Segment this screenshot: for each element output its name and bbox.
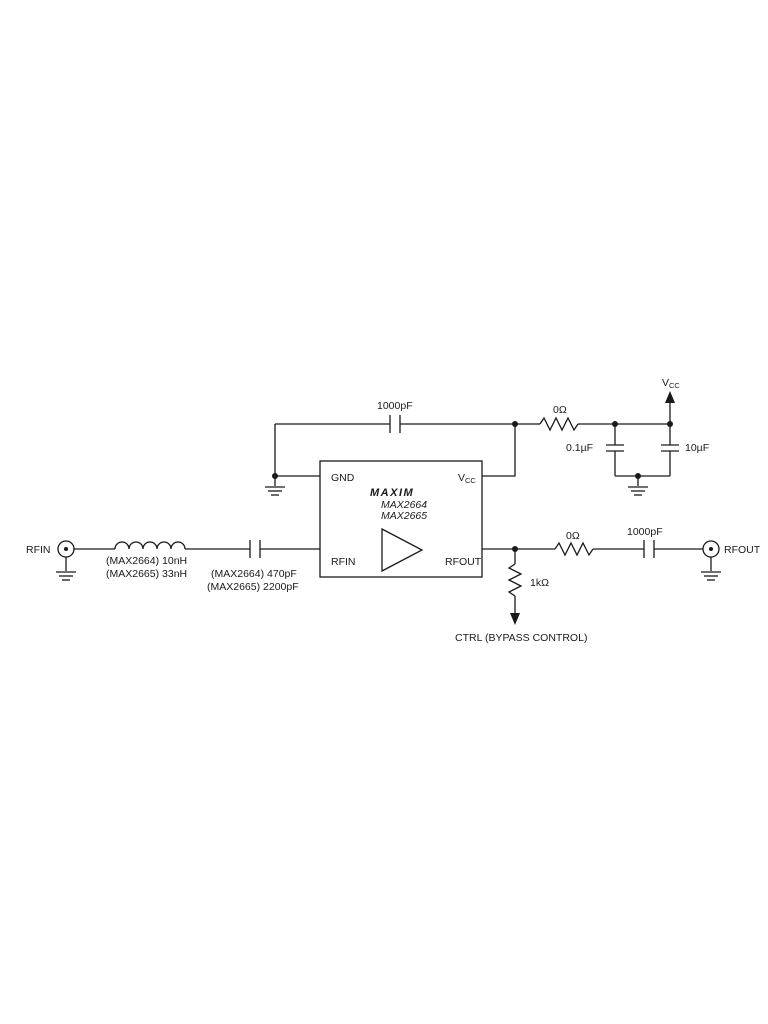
input-capacitor	[249, 540, 261, 558]
output-resistor-label: 0Ω	[566, 530, 580, 542]
rfout-connector-label: RFOUT	[724, 544, 761, 556]
ground-symbol-chip	[265, 486, 285, 496]
rfin-connector-label: RFIN	[26, 544, 51, 556]
capacitor-0-1uf	[606, 424, 624, 476]
pin-vcc-label: VCC	[458, 472, 476, 485]
ground-symbol-bypass	[628, 486, 648, 496]
chip-logo: MAXIM	[370, 487, 414, 499]
feedback-wire	[274, 423, 540, 476]
junction-bypass-ground	[635, 473, 641, 479]
pin-rfin-label: RFIN	[331, 556, 356, 568]
input-capacitor-label-2: (MAX2665) 2200pF	[207, 581, 299, 593]
capacitor-10uf-label: 10µF	[685, 442, 709, 454]
vcc-supply-arrow	[665, 391, 675, 424]
feedback-capacitor-label: 1000pF	[377, 400, 413, 412]
input-capacitor-label-1: (MAX2664) 470pF	[211, 568, 297, 580]
amplifier-symbol	[381, 527, 424, 573]
ctrl-resistor-label: 1kΩ	[530, 577, 549, 589]
ctrl-label: CTRL (BYPASS CONTROL)	[455, 632, 587, 644]
ground-symbol-rfout	[701, 571, 721, 581]
capacitor-10uf	[661, 424, 679, 476]
pin-gnd-label: GND	[331, 472, 355, 484]
junction-feedback-vcc	[512, 421, 518, 427]
vcc-pin-wire	[482, 424, 516, 477]
chip-part-2: MAX2665	[381, 510, 427, 522]
ground-symbol-rfin	[56, 571, 76, 581]
chip-body	[319, 460, 483, 578]
gnd-wire	[274, 475, 320, 486]
input-inductor	[114, 541, 186, 550]
junction-gnd	[272, 473, 278, 479]
ctrl-resistor	[507, 549, 523, 625]
output-resistor	[554, 541, 594, 557]
output-capacitor-label: 1000pF	[627, 526, 663, 538]
chip-part-1: MAX2664	[381, 499, 427, 511]
rfin-connector	[57, 540, 75, 571]
feedback-capacitor	[389, 415, 401, 433]
pin-rfout-label: RFOUT	[445, 556, 482, 568]
output-capacitor	[643, 540, 655, 558]
bypass-ground-wire	[615, 475, 670, 486]
supply-resistor	[539, 416, 579, 432]
capacitor-0-1uf-label: 0.1µF	[566, 442, 593, 454]
vcc-supply-label: VCC	[662, 377, 680, 390]
rfout-connector	[702, 540, 720, 571]
supply-resistor-label: 0Ω	[553, 404, 567, 416]
inductor-label-1: (MAX2664) 10nH	[106, 555, 187, 567]
inductor-label-2: (MAX2665) 33nH	[106, 568, 187, 580]
